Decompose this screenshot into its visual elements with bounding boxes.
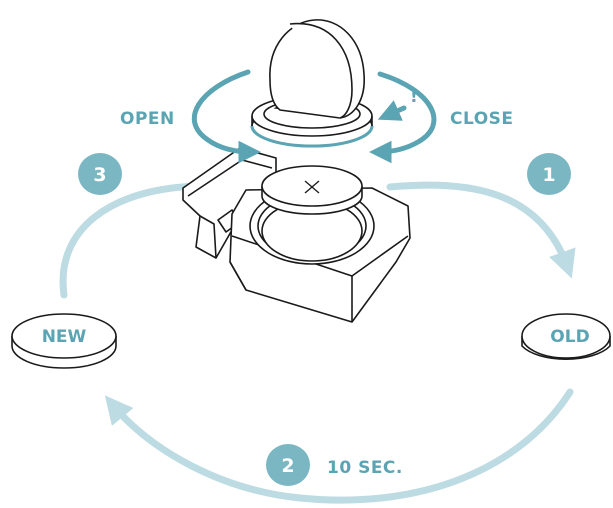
step-badge-2: 2 [266,444,310,486]
arrow-to-old [386,181,576,279]
plus-symbol-icon [304,180,320,194]
step-number-3: 3 [93,164,106,186]
step-number-2: 2 [281,455,294,477]
new-battery-coin: NEW [11,313,117,369]
duration-label: 10 SEC. [327,458,403,478]
old-coin-label: OLD [550,327,589,347]
open-rotation-arrow [191,69,261,164]
alignment-exclamation: ! [410,87,418,107]
cover-ring-highlight [250,125,374,148]
arrow-old-to-new [104,388,574,504]
step-badge-1: 1 [527,153,571,195]
arrow-new-to-device [59,172,234,299]
step-number-1: 1 [542,164,555,186]
new-coin-label: NEW [42,327,87,347]
close-label: CLOSE [450,109,514,129]
tilted-coin-icon [269,19,365,119]
old-battery-coin: OLD [521,313,611,361]
open-label: OPEN [120,109,175,129]
coin-cell-battery-icon [261,165,363,215]
step-badge-3: 3 [78,153,122,195]
close-rotation-arrow [369,71,437,164]
align-arrow [377,100,407,121]
